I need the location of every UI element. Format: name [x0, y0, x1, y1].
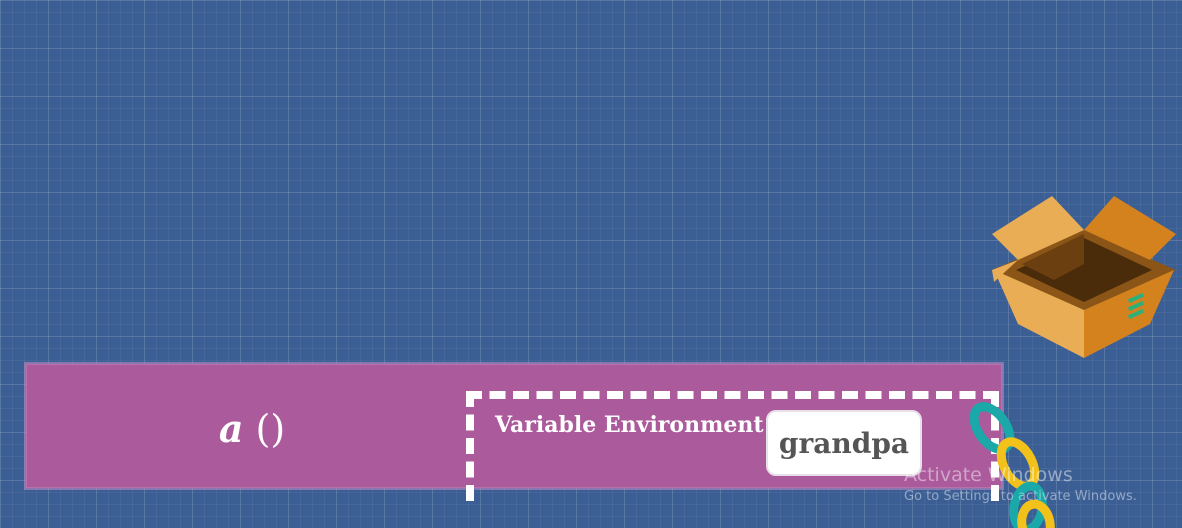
function-name: a: [218, 406, 244, 451]
open-box-icon: [992, 196, 1176, 358]
windows-activation-watermark: Activate Windows Go to Settings to activ…: [904, 462, 1137, 506]
chain-link-icon: [969, 402, 1055, 528]
variable-chip: grandpa: [766, 410, 922, 476]
variable-environment-title: Variable Environment: [495, 412, 764, 438]
function-label: a (): [212, 404, 292, 454]
watermark-title: Activate Windows: [904, 464, 1073, 486]
watermark-subtitle: Go to Settings to activate Windows.: [904, 489, 1137, 504]
function-parens: (): [255, 407, 286, 451]
